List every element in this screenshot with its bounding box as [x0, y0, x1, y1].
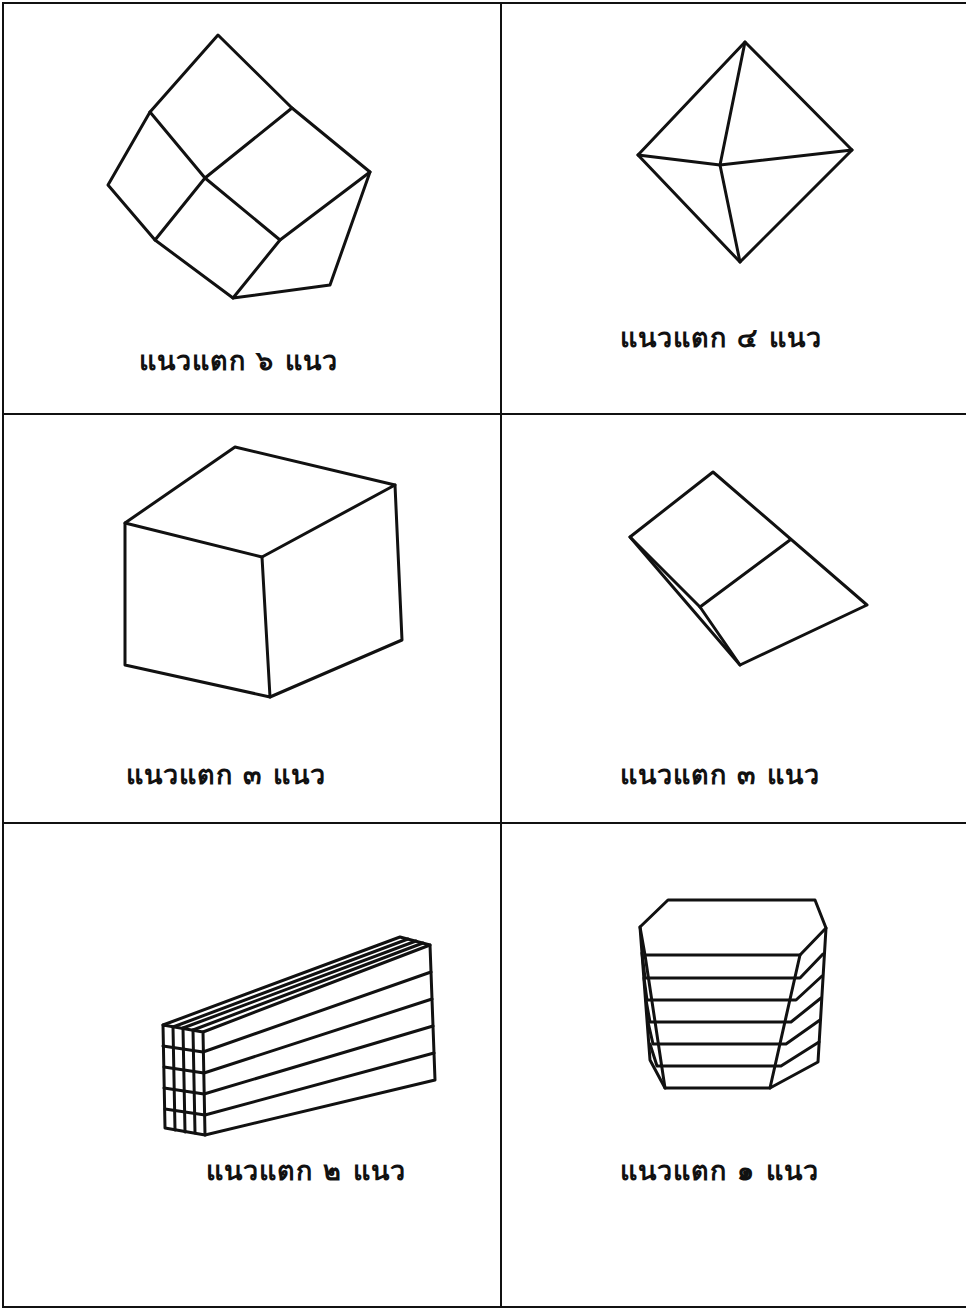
prism-drawing — [163, 937, 435, 1135]
prism-cell: แนวแตก ๒ แนว — [2, 822, 502, 1308]
cube-drawing — [125, 447, 402, 697]
dodecahedron-cell: แนวแตก ๖ แนว — [2, 2, 502, 415]
cleavage-caption: แนวแตก ๑ แนว — [620, 1149, 819, 1192]
rhombohedron-drawing — [630, 472, 867, 665]
rhombohedron-cell: แนวแตก ๓ แนว — [500, 413, 966, 824]
cleavage-caption: แนวแตก ๓ แนว — [620, 753, 820, 796]
cleavage-caption: แนวแตก ๔ แนว — [620, 316, 822, 359]
hexagonal-plates-drawing — [640, 900, 826, 1088]
octahedron-drawing — [638, 42, 852, 262]
cube-cell: แนวแตก ๓ แนว — [2, 413, 502, 824]
cleavage-caption: แนวแตก ๒ แนว — [206, 1149, 406, 1192]
octahedron-cell: แนวแตก ๔ แนว — [500, 2, 966, 415]
cleavage-caption: แนวแตก ๖ แนว — [139, 339, 338, 382]
hexagonal-cell: แนวแตก ๑ แนว — [500, 822, 966, 1308]
cleavage-caption: แนวแตก ๓ แนว — [126, 753, 326, 796]
dodecahedron-drawing — [108, 35, 370, 298]
